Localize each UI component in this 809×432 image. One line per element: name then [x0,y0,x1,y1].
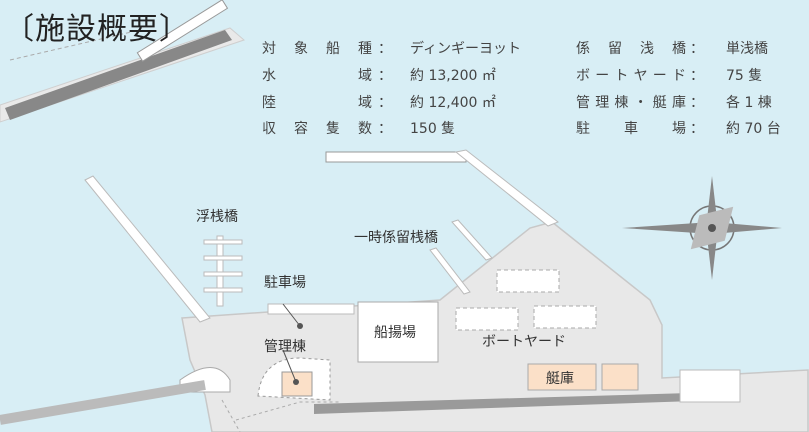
spec-key-char: 象 [294,41,308,57]
spec-separator: ： [378,41,392,57]
boathouse-label: 艇庫 [546,371,574,387]
spec-key: ボートヤード [576,65,686,85]
spec-key-char: 域 [358,68,372,84]
spec-key: 駐車場 [576,118,686,138]
boat-yard-lots [455,269,597,331]
upper-left-breakwater [136,0,229,62]
spec-separator: ： [690,121,704,137]
spec-key-char: 陸 [262,95,276,111]
spec-key-char: 留 [608,41,622,57]
floating-pier-label: 浮桟橋 [196,209,238,225]
spec-separator: ： [690,95,704,111]
spec-key-char: 収 [262,121,276,137]
spec-key-char: 数 [358,121,372,137]
spec-key-char: 水 [262,68,276,84]
east-breakwater [454,149,559,227]
spec-key-char: 棟 [614,95,629,111]
spec-key-char: ・ [633,95,648,111]
spec-key-char: 種 [358,41,372,57]
spec-key-char: ト [614,68,629,84]
spec-value: 150 隻 [410,121,456,137]
spec-key-char: 係 [576,41,590,57]
spec-separator: ： [378,121,392,137]
spec-key-char: 艇 [652,95,667,111]
spec-separator: ： [690,41,704,57]
spec-key: 係留浅橋 [576,38,686,58]
spec-key: 管理棟・艇庫 [576,92,686,112]
upper-left-road [5,30,232,120]
spec-key-char: 対 [262,41,276,57]
spec-value: 各 1 棟 [726,95,772,111]
management-marker [293,379,299,385]
spec-key-char: 隻 [326,121,340,137]
page-title: 〔施設概要〕 [4,12,190,47]
spec-separator: ： [690,68,704,84]
spec-key: 水域 [262,65,372,85]
spec-value: 約 70 台 [726,121,781,137]
slipway-area [357,301,439,363]
spec-key-char: 理 [595,95,610,111]
spec-key-char: 車 [624,121,638,137]
spec-key: 収容隻数 [262,118,372,138]
spec-value: 単浅橋 [726,41,768,57]
spec-key-char: ー [652,68,667,84]
floating-pier [203,235,243,307]
upper-left-dashed-line [9,29,141,61]
parking-area [267,303,355,315]
spec-key-char: 駐 [576,121,590,137]
spec-key: 陸域 [262,92,372,112]
boathouse-annex [601,363,639,391]
spec-key-char: 船 [326,41,340,57]
parking-leader-line [282,303,301,327]
footpath-south [221,399,241,432]
spec-key-char: 場 [672,121,686,137]
management-building-label: 管理棟 [264,339,306,355]
west-breakwater [84,175,211,323]
spec-key-char: 域 [358,95,372,111]
spec-key-char: 浅 [640,41,654,57]
temporary-mooring-piers [429,219,493,295]
spec-separator: ： [378,95,392,111]
parking-label: 駐車場 [264,275,306,291]
spec-value: 75 隻 [726,68,763,84]
spec-key-char: ボ [576,68,590,84]
spec-value: 約 12,400 ㎡ [410,95,496,111]
access-road [314,392,724,414]
spec-key-char: 庫 [671,95,686,111]
spec-key-char: 橋 [672,41,686,57]
slipway-label: 船揚場 [374,325,416,341]
spec-key-char: ー [595,68,610,84]
spec-key: 対象船種 [262,38,372,58]
spec-key-char: 管 [576,95,590,111]
boat-yard-label: ボートヤード [482,334,566,350]
spec-key-char: ヤ [633,68,648,84]
boathouse-building [527,363,597,391]
temporary-mooring-label: 一時係留桟橋 [354,230,438,246]
lower-right-structure [679,369,741,403]
parking-marker [297,323,303,329]
lower-left-pier [0,380,206,425]
footpath [235,401,340,421]
spec-value: 約 13,200 ㎡ [410,68,496,84]
spec-key-char: 容 [294,121,308,137]
compass-rose-icon [622,176,782,280]
north-breakwater [325,151,467,163]
spec-key-char: ド [671,68,686,84]
management-leader-line [282,349,297,383]
spec-separator: ： [378,68,392,84]
spec-value: ディンギーヨット [410,41,522,57]
